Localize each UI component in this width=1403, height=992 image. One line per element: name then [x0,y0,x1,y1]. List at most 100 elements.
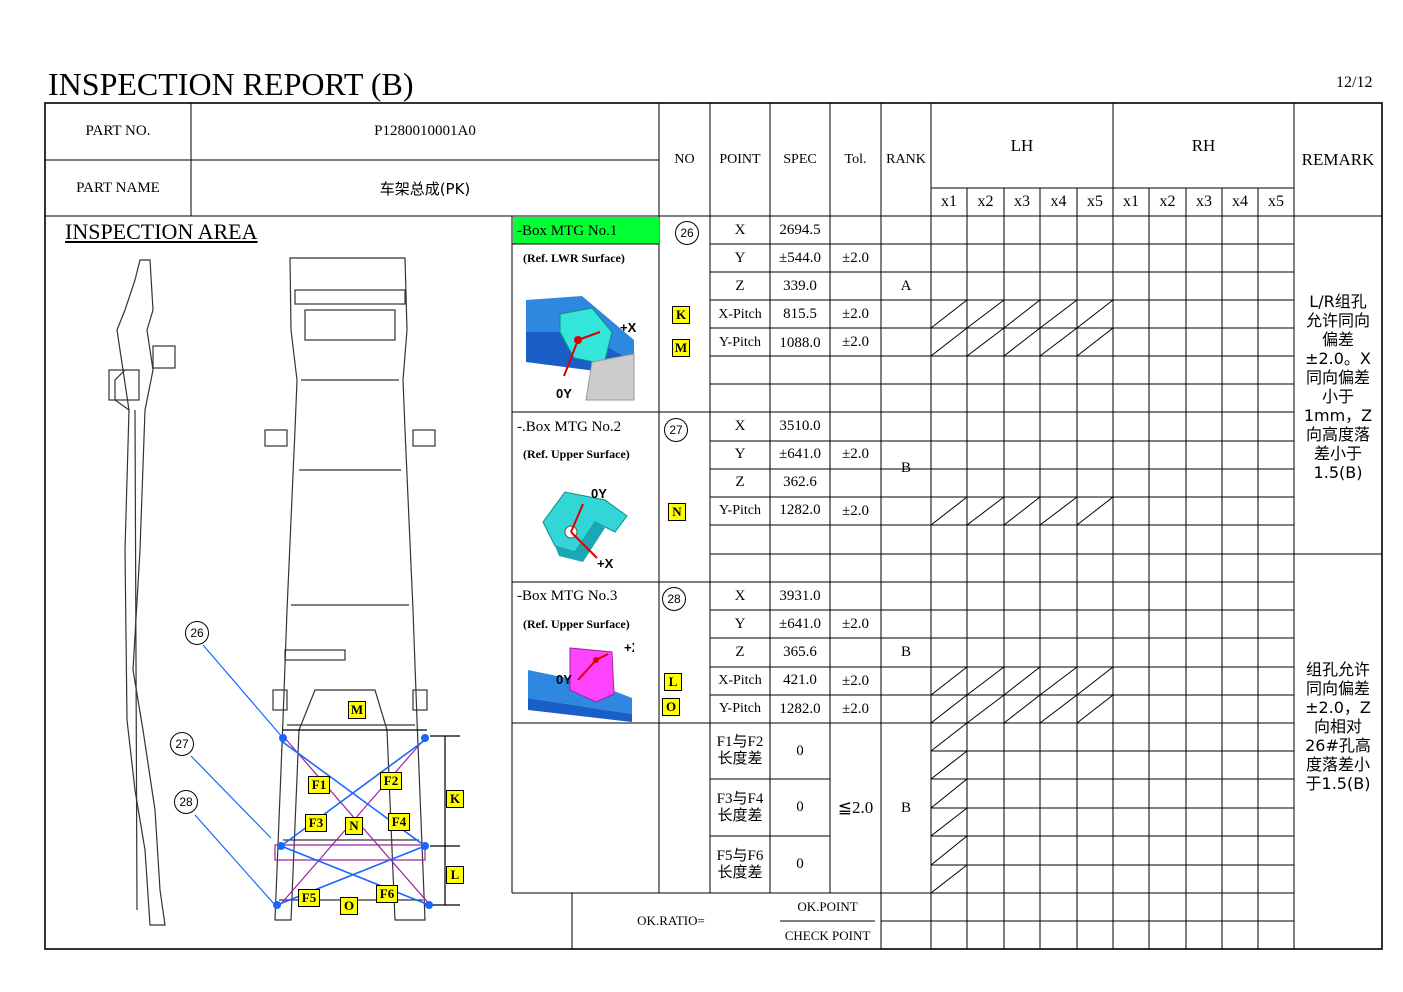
drawing-label-l: L [446,866,464,884]
point-header: POINT [719,151,761,167]
report-title: INSPECTION REPORT (B) [48,66,414,102]
rh-header: RH [1191,135,1216,155]
point-cell: X [734,417,746,434]
diff-spec-3: 0 [796,856,804,872]
tol-cell: ±2.0 [842,446,869,462]
remark-line: 向相对 [1313,717,1362,736]
spec-cell: 339.0 [783,278,817,295]
section1-label-k: K [672,306,690,324]
tol-cell: ±2.0 [842,672,869,689]
ok-point-label: OK.POINT [797,899,858,914]
lh-header: LH [1010,135,1034,155]
section3-ref: (Ref. Upper Surface) [523,617,630,631]
part-no-value: P1280010001A0 [374,123,476,139]
section2-name: -.Box MTG No.2 [517,419,622,435]
point-cell: X-Pitch [718,672,762,688]
drawing-label-f2: F2 [380,772,402,790]
axis-label: 0Y [556,672,572,687]
drawing-label-k: K [446,790,464,808]
point-cell: Y-Pitch [719,502,761,518]
x-col-header: x3 [1014,193,1030,210]
remark-line: 1mm，Z [1303,406,1373,425]
spec-cell: ±641.0 [779,445,821,462]
drawing-label-f4: F4 [388,813,410,831]
x-col-header: x5 [1268,193,1284,210]
ok-ratio-label: OK.RATIO= [637,913,705,928]
point-cell: Y-Pitch [719,701,761,717]
x-col-header: x2 [977,193,994,210]
remark-line: 1.5(B) [1313,463,1363,482]
point-cell: Z [735,474,745,491]
callout-27: 27 [170,732,194,756]
remark-line: 26#孔高 [1305,736,1371,755]
remark-line: 组孔允许 [1305,660,1370,679]
spec-cell: 1088.0 [779,334,821,351]
remark-line: 允许同向 [1305,311,1370,330]
part-name-label: PART NAME [76,179,160,196]
spec-cell: 1282.0 [779,502,821,519]
point-cell: Y [734,445,746,462]
drawing-label-f1: F1 [308,776,330,794]
axis-label: 0Y [591,486,607,501]
spec-cell: 3931.0 [779,587,821,604]
point-cell: X [734,221,746,238]
remark-line: 偏差 [1321,330,1354,349]
point-cell: X [734,587,746,604]
part-no-label: PART NO. [85,123,151,139]
drawing-label-n: N [345,817,363,835]
axis-label: 0Y [556,386,572,401]
x-col-header: x1 [1123,193,1139,210]
diff-tol: ≦2.0 [837,798,874,817]
spec-cell: 362.6 [783,474,817,491]
rank-header: RANK [886,151,926,167]
x-col-header: x4 [1050,193,1067,210]
remark-line: 差小于 [1313,444,1362,463]
box-mtg-1-image: +X 0Y [526,296,637,401]
axis-label: +X [597,556,614,571]
remark-line: ±2.0。X [1305,349,1371,368]
callout-26: 26 [185,621,209,645]
rank-b-diff: B [900,799,911,816]
box-mtg-2-image: 0Y +X [542,486,628,571]
x-col-header: x1 [941,193,957,210]
section1-ref: (Ref. LWR Surface) [523,251,625,265]
remark-line: 度落差小 [1305,755,1370,774]
remark-line: 同向偏差 [1305,368,1370,387]
section1-name: -Box MTG No.1 [517,223,618,239]
tol-cell: ±2.0 [842,700,869,717]
tol-cell: ±2.0 [842,305,869,322]
frame-drawing [108,257,460,926]
point-cell: Y-Pitch [719,335,761,351]
section3-name: -Box MTG No.3 [517,588,618,604]
spec-cell: 2694.5 [779,221,821,238]
part-name-value: 车架总成(PK) [379,179,471,198]
diff-spec-1: 0 [796,742,804,759]
spec-cell: 3510.0 [779,417,821,434]
tol-header: Tol. [844,151,867,167]
x-col-header: x2 [1159,193,1176,210]
spec-cell: ±544.0 [779,249,821,266]
rank-b-2: B [900,460,911,476]
remark-header: REMARK [1301,149,1375,169]
tol-cell: ±2.0 [842,333,869,350]
tol-cell: ±2.0 [842,616,869,632]
remark-line: 于1.5(B) [1305,774,1371,793]
point-cell: Y [734,249,746,266]
section3-label-l: L [664,673,682,691]
diff-spec-2: 0 [796,799,804,815]
x-col-header: x4 [1232,193,1248,210]
point-cell: X-Pitch [718,306,762,322]
no-header: NO [674,151,695,167]
axis-label: +X [620,320,637,335]
page-number: 12/12 [1336,74,1373,91]
axis-label: +X [624,640,634,655]
rank-b-3: B [900,644,911,660]
remark-line: ±2.0，Z [1305,698,1371,717]
remark-line: 同向偏差 [1305,679,1370,698]
check-point-label: CHECK POINT [784,928,871,943]
